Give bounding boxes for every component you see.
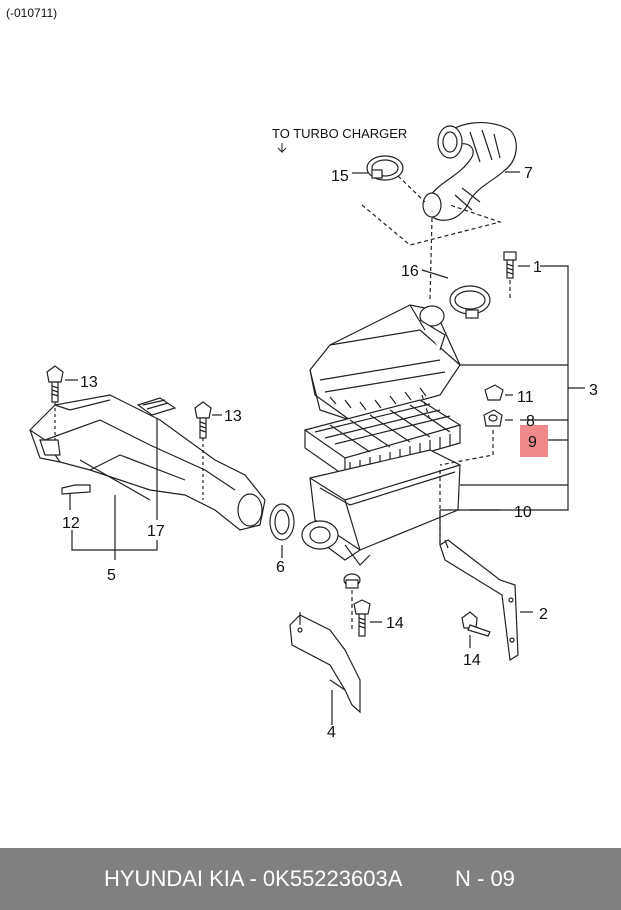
air-cleaner-exploded-diagram: TO TURBO CHARGER 15 7 16 1 3 11 8 9 10 1… bbox=[29, 121, 598, 741]
callout-16: 16 bbox=[401, 263, 419, 280]
callout-7: 7 bbox=[524, 165, 533, 182]
turbo-charger-label: TO TURBO CHARGER bbox=[272, 126, 407, 141]
callout-15: 15 bbox=[331, 168, 349, 185]
callout-12: 12 bbox=[62, 515, 80, 532]
callout-9: 9 bbox=[528, 434, 537, 451]
callout-10: 10 bbox=[514, 504, 532, 521]
hose-clamp-part-15[interactable] bbox=[366, 155, 404, 181]
bolt-part-13-right[interactable] bbox=[194, 401, 212, 439]
hose-clamp-part-16[interactable] bbox=[449, 285, 491, 319]
mounting-bracket-part-4[interactable] bbox=[289, 614, 361, 714]
callout-5: 5 bbox=[107, 567, 116, 584]
air-cleaner-upper-cover[interactable] bbox=[309, 304, 461, 421]
air-duct-part-6[interactable] bbox=[269, 503, 295, 541]
bolt-part-1[interactable] bbox=[503, 251, 517, 279]
callout-17: 17 bbox=[147, 523, 165, 540]
brand-part-number: HYUNDAI KIA - 0K55223603A bbox=[104, 866, 403, 891]
bolt-part-14-right[interactable] bbox=[461, 611, 491, 637]
bolt-part-14-left[interactable] bbox=[353, 599, 371, 637]
bolt-part-13-left[interactable] bbox=[46, 365, 64, 403]
callout-13-right: 13 bbox=[224, 408, 242, 425]
footer-bar: HYUNDAI KIA - 0K55223603A N - 09 bbox=[0, 848, 621, 910]
air-intake-duct-part-5[interactable] bbox=[29, 394, 266, 531]
mounting-bracket-part-2[interactable] bbox=[439, 539, 519, 662]
callout-11: 11 bbox=[517, 389, 534, 406]
nut-part-8[interactable] bbox=[483, 409, 503, 427]
callout-14-right: 14 bbox=[463, 652, 481, 669]
air-filter-element[interactable] bbox=[303, 399, 462, 477]
callout-2: 2 bbox=[539, 606, 548, 623]
air-cleaner-lower-housing[interactable] bbox=[301, 449, 461, 566]
grommet[interactable] bbox=[343, 573, 361, 589]
callout-1: 1 bbox=[533, 259, 542, 276]
callout-4: 4 bbox=[327, 724, 336, 741]
revision-code: (-010711) bbox=[6, 6, 58, 20]
page-number: N - 09 bbox=[455, 866, 515, 891]
highlight-part-9 bbox=[520, 425, 548, 457]
callout-14-left: 14 bbox=[386, 615, 404, 632]
sensor-part-12[interactable] bbox=[61, 484, 91, 510]
callout-8: 8 bbox=[526, 413, 535, 430]
callout-6: 6 bbox=[276, 559, 285, 576]
callout-13-left: 13 bbox=[80, 374, 98, 391]
intake-hose-part-7[interactable] bbox=[422, 121, 517, 221]
nut-part-11[interactable] bbox=[484, 384, 504, 401]
callout-3: 3 bbox=[589, 382, 598, 399]
label-tag-part-17[interactable] bbox=[136, 397, 177, 416]
